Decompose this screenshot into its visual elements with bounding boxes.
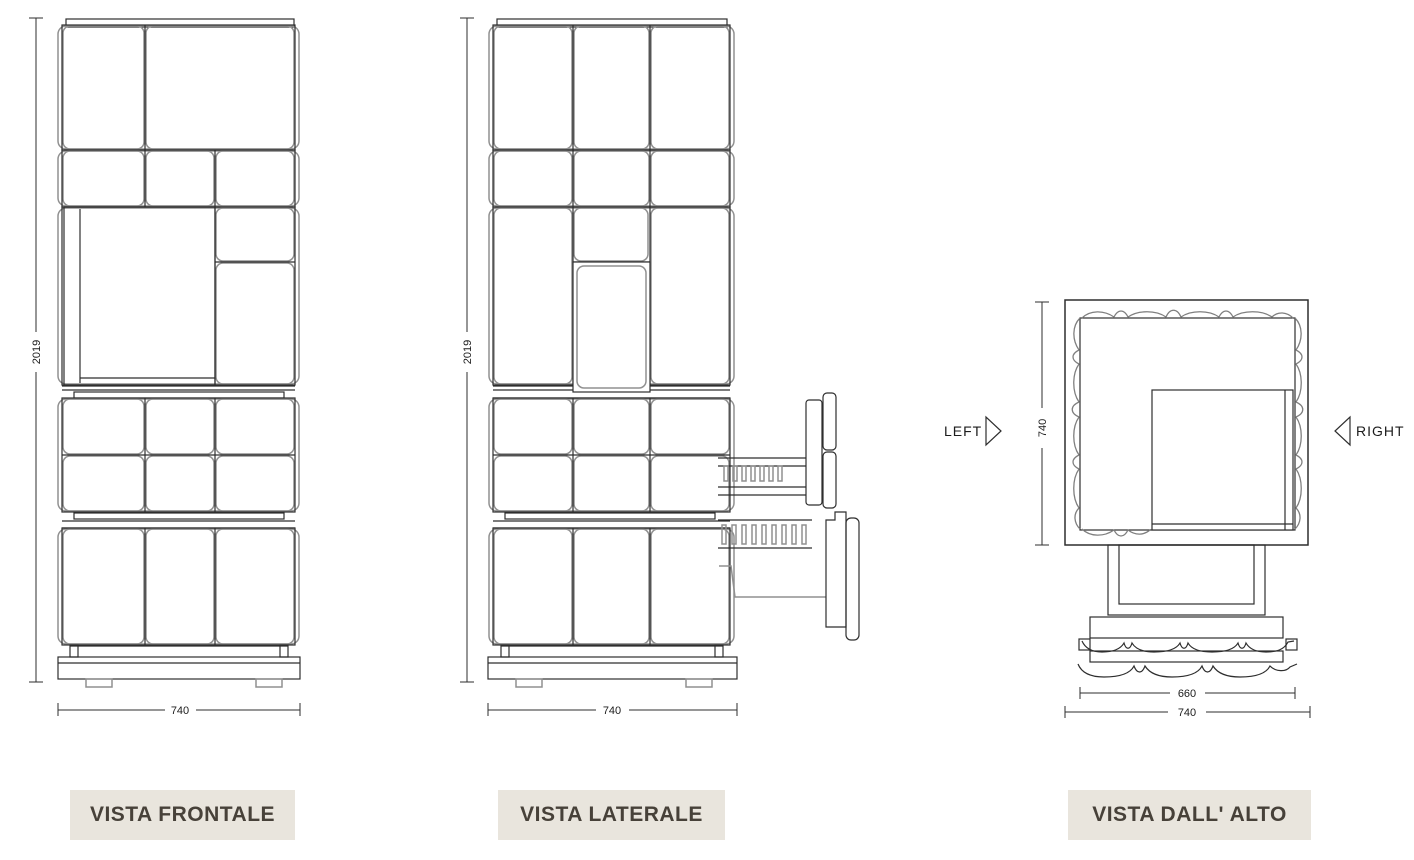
top-outer-width-value: 740 bbox=[1178, 707, 1196, 719]
front-width-value: 740 bbox=[171, 705, 189, 717]
front-height-dimension: 2019 bbox=[29, 17, 43, 683]
right-direction-arrow-icon bbox=[1334, 415, 1351, 447]
left-marker-label: LEFT bbox=[944, 423, 982, 439]
front-view-drawing: 2019 740 bbox=[29, 17, 301, 717]
top-inner-width-dimension: 660 bbox=[1079, 687, 1296, 700]
top-depth-value: 740 bbox=[1037, 419, 1049, 437]
front-view-label: VISTA FRONTALE bbox=[70, 790, 295, 840]
left-marker: LEFT bbox=[944, 415, 1002, 447]
left-direction-arrow-icon bbox=[985, 415, 1002, 447]
top-outer-width-dimension: 740 bbox=[1064, 706, 1311, 719]
front-width-dimension: 740 bbox=[57, 703, 301, 717]
side-centre-tall-tile bbox=[572, 261, 651, 393]
top-firebox bbox=[1151, 389, 1294, 531]
top-view-drawing: 740 660 740 LEFT RIGHT bbox=[944, 299, 1405, 719]
side-height-value: 2019 bbox=[462, 340, 474, 364]
side-door-assembly bbox=[718, 392, 860, 641]
front-height-value: 2019 bbox=[31, 340, 43, 364]
side-view-drawing: 2019 740 bbox=[460, 17, 860, 717]
top-view-label: VISTA DALL' ALTO bbox=[1068, 790, 1311, 840]
front-fire-door bbox=[63, 206, 216, 386]
right-marker: RIGHT bbox=[1334, 415, 1405, 447]
side-plinth bbox=[487, 656, 738, 680]
top-inner-width-value: 660 bbox=[1178, 688, 1196, 700]
lower-vent-grille-icon bbox=[721, 524, 807, 545]
right-marker-label: RIGHT bbox=[1356, 423, 1405, 439]
side-width-dimension: 740 bbox=[487, 703, 738, 717]
side-width-value: 740 bbox=[603, 705, 621, 717]
side-view-label: VISTA LATERALE bbox=[498, 790, 725, 840]
top-depth-dimension: 740 bbox=[1035, 301, 1049, 546]
upper-vent-grille-icon bbox=[723, 465, 783, 482]
side-height-dimension: 2019 bbox=[460, 17, 474, 683]
front-plinth bbox=[57, 656, 301, 680]
